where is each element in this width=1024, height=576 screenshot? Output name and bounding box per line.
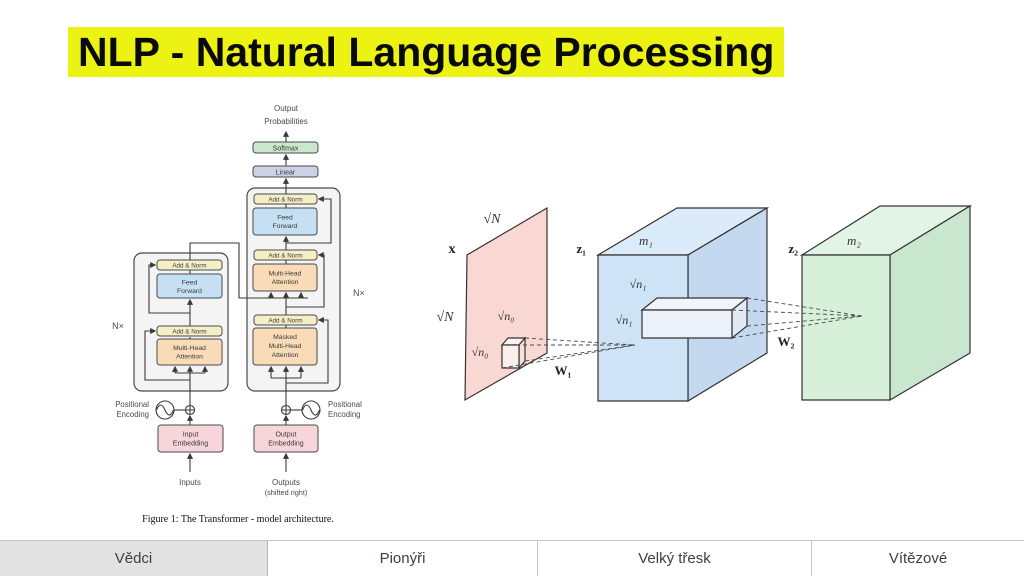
add-norm-label: Add & Norm (268, 318, 302, 325)
nx-right-label: N× (353, 288, 365, 298)
masked-mha-label: Masked (273, 334, 297, 341)
encoder-multi-head-attention-box (156, 338, 223, 366)
tab-velky-tresk[interactable]: Velký třesk (538, 541, 812, 576)
encoder-add-norm-box-top (156, 259, 223, 271)
sqrt-n1-top-label: √n₁ (630, 277, 647, 291)
sqrt-n0-top-label: √n₀ (498, 309, 515, 323)
feed-forward-label: Feed (182, 280, 198, 287)
add-norm-label: Add & Norm (172, 329, 206, 336)
masked-mha-label3: Attention (272, 352, 299, 359)
outputs-label2: (shifted right) (265, 488, 308, 497)
positional-label: Positional (115, 400, 149, 409)
z1-label: z₁ (576, 241, 586, 256)
m1-label: m₁ (639, 233, 653, 248)
sqrt-n1-left-label: √n₁ (616, 313, 633, 327)
feed-forward-label2: Forward (273, 223, 298, 230)
mha-label: Multi-Head (269, 271, 302, 278)
output-embedding-box (253, 424, 319, 453)
figure-caption: Figure 1: The Transformer - model archit… (142, 514, 334, 525)
encoder-add-norm-box-bottom (156, 325, 223, 337)
decoder-add-norm-box-bottom (253, 314, 318, 326)
decoder-add-norm-box-mid (253, 249, 318, 261)
inputs-label: Inputs (179, 478, 201, 487)
receptive-field-box (500, 336, 527, 370)
outputs-label: Outputs (272, 478, 300, 487)
add-norm-label: Add & Norm (268, 253, 302, 260)
sqrt-n0-left-label: √n₀ (472, 345, 489, 359)
decoder-feed-forward-box (252, 207, 318, 236)
decoder-multi-head-attention-box (252, 263, 318, 292)
m2-label: m₂ (847, 233, 861, 248)
output-probabilities-label2: Probabilities (264, 117, 308, 126)
input-embedding-box (157, 424, 224, 453)
mha-label2: Attention (272, 279, 299, 286)
positional-encoding-right: Positional Encoding (280, 400, 362, 420)
input-embedding-label: Input (183, 432, 199, 439)
tab-pionyri[interactable]: Pionýři (268, 541, 538, 576)
positional-encoding-left: Positional Encoding (115, 400, 196, 420)
w2-projection-lines (731, 297, 863, 339)
positional-label2: Encoding (328, 410, 361, 419)
output-embedding-label: Output (275, 432, 296, 439)
slide-title-block: NLP - Natural Language Processing (68, 27, 785, 77)
tab-vedci[interactable]: Vědci (0, 541, 268, 576)
decoder-add-norm-box-top (253, 193, 318, 205)
positional-label: Positional (328, 400, 362, 409)
linear-label: Linear (276, 169, 296, 176)
add-norm-label: Add & Norm (268, 197, 302, 204)
input-plane (464, 206, 548, 402)
output-layer-cube (799, 204, 973, 402)
masked-multi-head-attention-box (252, 327, 318, 366)
positional-label2: Encoding (116, 410, 149, 419)
tab-bar: Vědci Pionýři Velký třesk Vítězové (0, 540, 1024, 576)
linear-box (252, 165, 319, 178)
z2-label: z₂ (788, 241, 798, 256)
softmax-label: Softmax (273, 145, 299, 152)
w1-projection-lines (501, 337, 636, 369)
feed-forward-label2: Forward (177, 288, 202, 295)
output-embedding-label2: Embedding (268, 441, 304, 448)
softmax-box (252, 141, 319, 154)
sqrt-n-top-label: √N (483, 212, 501, 227)
nx-left-label: N× (112, 321, 124, 331)
connection-arrows (144, 130, 332, 472)
input-embedding-label2: Embedding (173, 441, 209, 448)
masked-mha-label2: Multi-Head (269, 343, 302, 350)
add-norm-label: Add & Norm (172, 263, 206, 270)
w1-label: W₁ (555, 363, 572, 378)
output-probabilities-label: Output (274, 104, 299, 113)
mha-label2: Attention (176, 354, 203, 361)
tab-vitezove[interactable]: Vítězové (888, 550, 948, 567)
network-layers-figure: √N x √N √n₀ √n₀ W₁ z₁ m₁ √n₁ √n₁ W₂ z₂ m… (436, 204, 973, 403)
feed-forward-label: Feed (277, 215, 293, 222)
feature-box (640, 296, 749, 340)
sqrt-n-left-label: √N (436, 310, 454, 325)
w2-label: W₂ (778, 334, 795, 349)
page-title: NLP - Natural Language Processing (68, 27, 785, 77)
transformer-architecture-figure: Output Probabilities Softmax Linear Add … (112, 104, 365, 525)
x-label: x (449, 242, 456, 257)
mha-label: Multi-Head (173, 345, 206, 352)
encoder-feed-forward-box (156, 273, 223, 299)
